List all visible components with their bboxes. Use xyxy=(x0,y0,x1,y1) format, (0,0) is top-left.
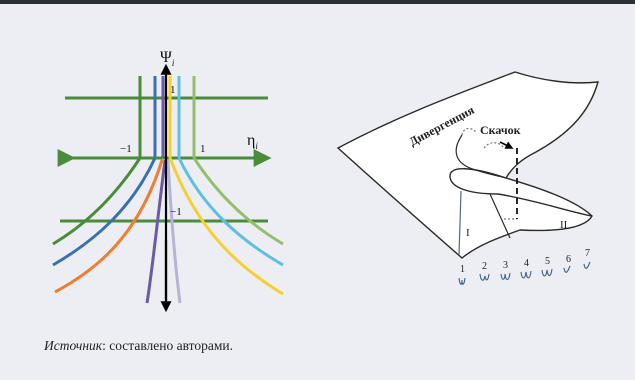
curve-purple-left xyxy=(145,159,167,304)
fold-inner xyxy=(455,134,507,179)
psi-axis-label: Ψi xyxy=(160,49,175,68)
region-line-left xyxy=(458,190,462,256)
distribution-glyph-1 xyxy=(458,277,466,285)
curve-orange-left xyxy=(54,159,164,294)
region-1-label: I xyxy=(466,227,470,239)
curve-lightgreen-right xyxy=(192,157,284,246)
jump-arrow xyxy=(499,141,514,149)
distribution-glyph-5 xyxy=(541,268,553,277)
scale-number-1: 1 xyxy=(460,264,465,275)
catastrophe-surface: Дивергенция Скачок I II 1 2 3 4 5 6 7 xyxy=(336,71,599,285)
curve-yellow-right xyxy=(168,157,284,296)
jump-dotted-curve xyxy=(483,142,505,149)
scale-number-3: 3 xyxy=(503,260,508,271)
region-2-label: II xyxy=(560,219,568,231)
distribution-glyph-7 xyxy=(583,261,591,269)
divergence-dotted-path xyxy=(461,127,477,136)
curve-green-left xyxy=(52,157,142,246)
tick-x-neg: −1 xyxy=(120,143,132,155)
eta-axis-label: ηi xyxy=(247,132,258,151)
fold-curve xyxy=(449,168,593,217)
tick-x-pos: 1 xyxy=(200,143,206,155)
tick-y-neg: −1 xyxy=(170,206,182,218)
caption-source-text: : составлено авторами. xyxy=(102,338,234,353)
scale-number-2: 2 xyxy=(482,261,487,272)
surface-outline xyxy=(336,71,599,259)
figure-caption: Источник: составлено авторами. xyxy=(44,338,233,354)
curve-lavender-right xyxy=(166,159,182,304)
scale-number-7: 7 xyxy=(585,248,590,259)
caption-source-label: Источник xyxy=(44,338,103,353)
distribution-glyph-4 xyxy=(520,270,532,279)
scale-number-6: 6 xyxy=(566,254,571,265)
top-border xyxy=(0,0,635,4)
jump-label: Скачок xyxy=(480,123,521,137)
tick-y-pos: 1 xyxy=(170,84,176,96)
bifurcation-diagram: Ψi ηi −1 1 1 −1 xyxy=(52,49,284,313)
scale-number-4: 4 xyxy=(524,258,529,269)
distribution-glyph-6 xyxy=(563,265,571,273)
distribution-glyph-3 xyxy=(500,272,511,281)
curve-lightblue-right xyxy=(177,157,284,267)
distribution-glyph-2 xyxy=(479,273,490,281)
scale-number-5: 5 xyxy=(545,256,550,267)
curve-blue-left xyxy=(52,157,157,267)
region-line-right xyxy=(489,193,511,239)
